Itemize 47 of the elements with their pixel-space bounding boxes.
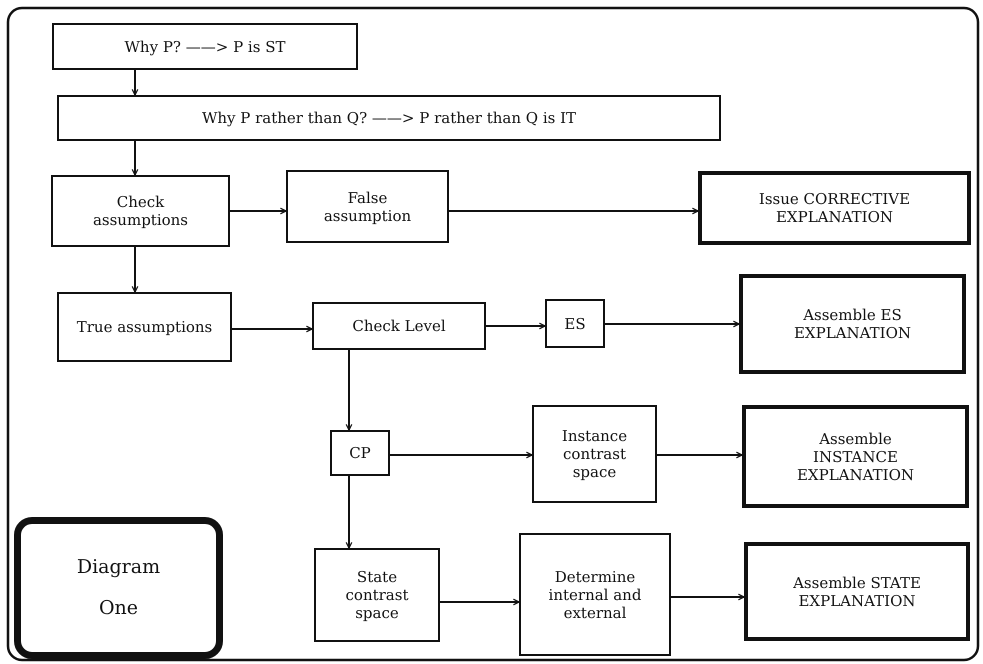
arrow (657, 452, 743, 458)
arrow (486, 322, 546, 330)
box-text: Why P? ——> P is ST (124, 38, 286, 56)
arrow (440, 598, 520, 606)
arrow (132, 70, 138, 96)
process-box (330, 430, 390, 476)
box-text: Determine internal and external (548, 568, 642, 622)
box-text: Assemble STATE EXPLANATION (792, 574, 922, 610)
process-box (57, 95, 721, 141)
outcome-box (744, 542, 970, 641)
box-text: Issue CORRECTIVE EXPLANATION (758, 190, 912, 226)
box-text: Assemble ES EXPLANATION (792, 306, 912, 342)
arrow (671, 594, 745, 600)
box-text: CP (349, 444, 371, 462)
box-text: ES (564, 314, 586, 332)
arrow (605, 320, 740, 328)
arrow (132, 141, 138, 176)
arrow (232, 326, 313, 332)
box-text: Check Level (352, 317, 446, 335)
arrow (132, 247, 138, 293)
process-box (519, 533, 671, 656)
box-text: Instance contrast space (560, 427, 628, 481)
process-box (51, 175, 230, 247)
process-box (57, 292, 232, 362)
outcome-box (742, 405, 969, 508)
box-text: True assumptions (76, 318, 212, 336)
process-box (52, 23, 358, 70)
outcome-box (739, 274, 966, 374)
box-text: State contrast space (344, 568, 410, 622)
process-box (286, 170, 449, 243)
box-text: Why P rather than Q? ——> P rather than Q is IT (202, 109, 576, 127)
arrow (346, 350, 352, 431)
process-box (312, 302, 486, 350)
arrow (449, 208, 699, 214)
box-text: One (98, 597, 138, 620)
box-text: Diagram (76, 556, 160, 579)
label-box (14, 517, 223, 659)
outcome-box (698, 171, 971, 245)
box-text: False assumption (322, 188, 412, 224)
arrow (346, 476, 352, 549)
box-text: Check assumptions (92, 193, 190, 229)
process-box (314, 548, 440, 642)
box-text: Assemble INSTANCE EXPLANATION (796, 430, 915, 484)
process-box (545, 299, 605, 348)
process-box (532, 405, 657, 503)
arrow (230, 208, 287, 214)
arrow (390, 452, 533, 458)
